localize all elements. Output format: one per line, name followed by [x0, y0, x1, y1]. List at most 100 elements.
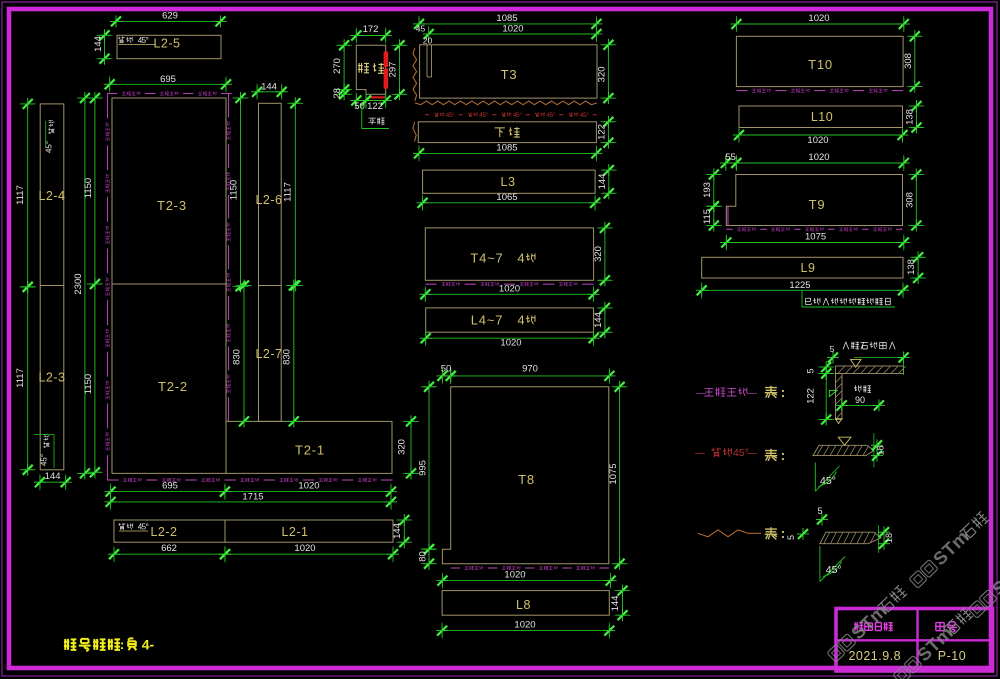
svg-text:1075: 1075	[805, 232, 826, 243]
svg-text:L9: L9	[801, 261, 816, 275]
svg-text::: :	[781, 447, 786, 463]
svg-text:662: 662	[161, 543, 177, 554]
svg-text:L2-4: L2-4	[38, 189, 65, 203]
svg-text:1020: 1020	[499, 284, 520, 295]
svg-text:5: 5	[786, 535, 796, 540]
svg-text::: :	[781, 384, 786, 400]
svg-text:—: —	[695, 448, 705, 459]
svg-text:695: 695	[162, 481, 178, 492]
svg-text:50: 50	[354, 101, 365, 112]
svg-text:18: 18	[876, 445, 886, 455]
svg-text:T2-3: T2-3	[157, 198, 187, 213]
svg-text:1020: 1020	[514, 620, 535, 631]
svg-text:T10: T10	[808, 57, 833, 72]
svg-text:1085: 1085	[496, 143, 517, 154]
svg-text:90: 90	[855, 395, 865, 405]
svg-text::: :	[120, 637, 124, 652]
svg-text:L10: L10	[811, 110, 833, 124]
svg-text:45°: 45°	[138, 523, 149, 532]
svg-text:1020: 1020	[298, 481, 319, 492]
svg-text:28: 28	[332, 88, 343, 99]
svg-text:T8: T8	[518, 472, 535, 487]
svg-text:1020: 1020	[808, 13, 829, 24]
svg-text:172: 172	[363, 24, 379, 35]
svg-text:18: 18	[884, 533, 894, 543]
svg-text:T9: T9	[809, 197, 826, 212]
svg-text:1715: 1715	[242, 491, 263, 502]
svg-text:297: 297	[388, 62, 399, 78]
svg-text:L8: L8	[516, 598, 531, 612]
svg-text:144: 144	[392, 523, 403, 539]
svg-text:1117: 1117	[283, 182, 294, 202]
svg-text:45°: 45°	[826, 564, 842, 576]
svg-text:144: 144	[261, 81, 277, 92]
svg-text:45°: 45°	[45, 141, 54, 153]
svg-text:138: 138	[905, 109, 916, 125]
svg-text:122: 122	[806, 388, 817, 404]
svg-text:308: 308	[903, 53, 914, 69]
svg-text:1065: 1065	[496, 192, 517, 203]
svg-text:1150: 1150	[229, 180, 240, 200]
svg-text:144: 144	[45, 471, 61, 482]
svg-text:55: 55	[725, 152, 736, 163]
svg-text:830: 830	[281, 349, 292, 365]
svg-text:45°: 45°	[733, 447, 749, 459]
svg-text:1117: 1117	[15, 368, 26, 388]
svg-text:T2-1: T2-1	[295, 443, 325, 458]
svg-text:20: 20	[423, 35, 433, 45]
svg-text:L2-7: L2-7	[255, 347, 282, 361]
svg-text:138: 138	[906, 259, 917, 275]
svg-text:45°: 45°	[479, 111, 489, 119]
svg-text:144: 144	[597, 174, 608, 190]
svg-text:115: 115	[702, 209, 713, 224]
svg-text:T3: T3	[501, 67, 518, 82]
svg-text:L2-5: L2-5	[153, 37, 180, 51]
svg-text:320: 320	[397, 439, 408, 455]
svg-text:270: 270	[332, 58, 343, 74]
svg-text:122: 122	[367, 101, 383, 112]
svg-text:T4~7: T4~7	[470, 251, 503, 266]
svg-text:2021.9.8: 2021.9.8	[848, 649, 901, 663]
svg-text:P-10: P-10	[938, 649, 966, 663]
svg-text:—: —	[747, 448, 757, 459]
svg-text:45°: 45°	[446, 111, 456, 119]
svg-text:T2-2: T2-2	[158, 379, 188, 394]
svg-text:320: 320	[596, 66, 607, 82]
svg-text:45: 45	[416, 23, 426, 33]
svg-text:—: —	[747, 388, 757, 399]
svg-text:45°: 45°	[546, 111, 556, 119]
svg-text:1020: 1020	[504, 570, 525, 581]
svg-text:45°: 45°	[820, 475, 836, 487]
svg-text:L2-6: L2-6	[255, 193, 282, 207]
svg-text:5: 5	[830, 344, 835, 354]
svg-text:L2-1: L2-1	[281, 525, 308, 539]
svg-text:1020: 1020	[808, 152, 829, 163]
svg-text:1020: 1020	[294, 543, 315, 554]
svg-text:5: 5	[806, 368, 816, 373]
svg-text:970: 970	[522, 363, 538, 374]
svg-text:144: 144	[610, 596, 621, 612]
svg-text:695: 695	[160, 74, 176, 85]
svg-text:5: 5	[817, 506, 822, 516]
svg-text:1117: 1117	[15, 185, 26, 205]
svg-text:45°: 45°	[580, 111, 590, 119]
svg-text:45°: 45°	[138, 36, 149, 45]
svg-text:193: 193	[702, 182, 713, 198]
svg-text:4: 4	[517, 251, 524, 266]
svg-text:L3: L3	[501, 175, 516, 189]
svg-text:80: 80	[417, 551, 428, 562]
svg-text:L2-3: L2-3	[38, 371, 65, 385]
svg-text:308: 308	[904, 192, 915, 208]
svg-text:2300: 2300	[73, 273, 84, 294]
svg-text:—: —	[696, 388, 706, 399]
svg-text:144: 144	[593, 312, 604, 328]
svg-text:1075: 1075	[608, 463, 619, 484]
svg-text:1020: 1020	[500, 338, 521, 349]
svg-text::: :	[781, 525, 786, 541]
svg-text:995: 995	[417, 460, 428, 476]
svg-text:144: 144	[93, 36, 104, 52]
svg-text:629: 629	[162, 10, 178, 21]
svg-text:4: 4	[517, 313, 524, 328]
svg-text:45°: 45°	[513, 111, 523, 119]
svg-text:1020: 1020	[807, 135, 828, 146]
